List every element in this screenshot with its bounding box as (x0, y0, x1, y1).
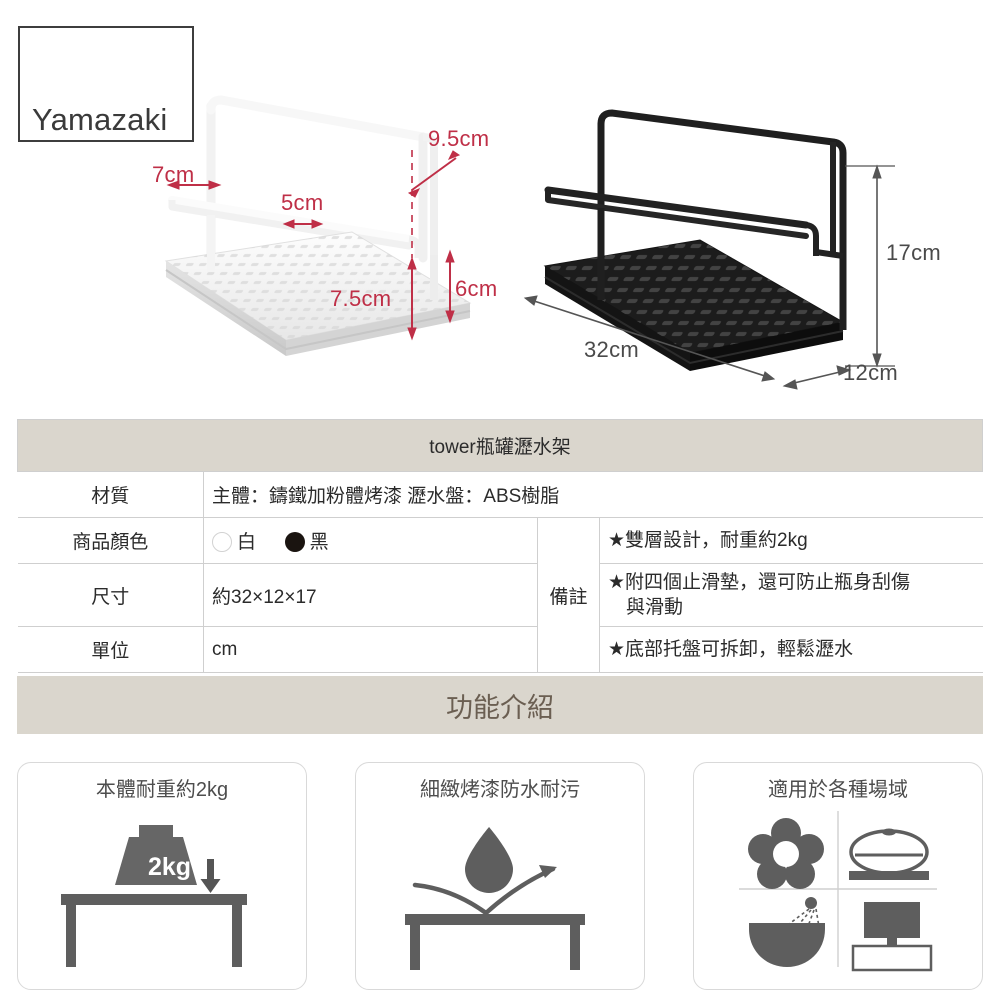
weight-badge-text: 2kg (148, 853, 191, 881)
spec-value-color: 白 黑 (203, 517, 538, 564)
water-droplet-repel-icon (356, 807, 644, 985)
white-rack-dimension-lines (166, 150, 461, 341)
spec-label-size: 尺寸 (17, 562, 204, 628)
spec-label-material: 材質 (17, 471, 204, 518)
spec-label-color: 商品顏色 (17, 517, 204, 564)
dim-label-7-5cm: 7.5cm (330, 286, 392, 311)
feature-card-list: 本體耐重約2kg 2kg (17, 762, 983, 992)
spec-label-unit: 單位 (17, 626, 204, 674)
dim-label-7cm: 7cm (152, 162, 195, 187)
feature-card-title: 本體耐重約2kg (95, 779, 229, 801)
spec-title-row: tower瓶罐瀝水架 (17, 419, 983, 472)
remark-item-1: ★雙層設計，耐重約2kg (599, 517, 983, 564)
desk-monitor-icon (851, 902, 932, 972)
spec-value-size: 約32×12×17 (203, 562, 538, 628)
color-swatch-black (284, 532, 305, 552)
specification-table: tower瓶罐瀝水架 材質 主體：鑄鐵加粉體烤漆 瀝水盤：ABS樹脂 商品顏色 … (17, 419, 983, 674)
spec-row-size: 尺寸 約32×12×17 ★附四個止滑墊，還可防止瓶身刮傷 與滑動 (17, 562, 983, 628)
spec-value-material: 主體：鑄鐵加粉體烤漆 瀝水盤：ABS樹脂 (203, 471, 983, 518)
remark-item-2: ★附四個止滑墊，還可防止瓶身刮傷 與滑動 (599, 562, 983, 628)
sink-faucet-icon (748, 897, 825, 967)
spec-row-unit: 單位 cm ★底部托盤可拆卸，輕鬆瀝水 (17, 626, 983, 674)
dim-label-5cm: 5cm (281, 190, 324, 215)
color-name-black: 黑 (309, 532, 329, 553)
black-rack-dimension-lines (523, 164, 895, 390)
brand-logo-box: Yamazaki (18, 26, 194, 142)
feature-card-title: 適用於各種場域 (768, 779, 908, 801)
function-section-heading: 功能介紹 (17, 676, 983, 734)
usage-scenes-icon (694, 807, 982, 985)
brand-name: Yamazaki (32, 102, 168, 137)
dim-label-12cm: 12cm (843, 360, 898, 385)
spec-row-material: 材質 主體：鑄鐵加粉體烤漆 瀝水盤：ABS樹脂 (17, 471, 983, 518)
feature-card-usage-scenes: 適用於各種場域 (693, 762, 983, 990)
remark-label: 備註 (537, 516, 600, 674)
black-rack-drawing (543, 109, 847, 371)
product-illustration: 7cm 5cm 9.5cm 7.5cm 6cm 17cm 32cm 12cm (0, 0, 1000, 400)
dim-label-32cm: 32cm (584, 337, 639, 362)
spec-row-color: 商品顏色 白 黑 備註 ★雙層設計，耐重約2kg (17, 516, 983, 674)
feature-card-water-resistant: 細緻烤漆防水耐污 (355, 762, 645, 990)
weight-on-table-icon: 2kg (18, 807, 306, 985)
dim-label-6cm: 6cm (455, 276, 498, 301)
dim-label-17cm: 17cm (886, 240, 941, 265)
feature-card-load-capacity: 本體耐重約2kg 2kg (17, 762, 307, 990)
feature-card-title: 細緻烤漆防水耐污 (420, 779, 580, 801)
white-rack-drawing (164, 95, 472, 356)
color-swatch-white (212, 532, 232, 552)
remark-item-3: ★底部托盤可拆卸，輕鬆瀝水 (599, 626, 983, 674)
product-title: tower瓶罐瀝水架 (17, 419, 983, 472)
dim-label-9-5cm: 9.5cm (428, 126, 490, 151)
covered-dish-icon (848, 828, 929, 880)
color-name-white: 白 (237, 532, 257, 553)
flower-icon (747, 818, 824, 889)
spec-value-unit: cm (203, 626, 538, 674)
